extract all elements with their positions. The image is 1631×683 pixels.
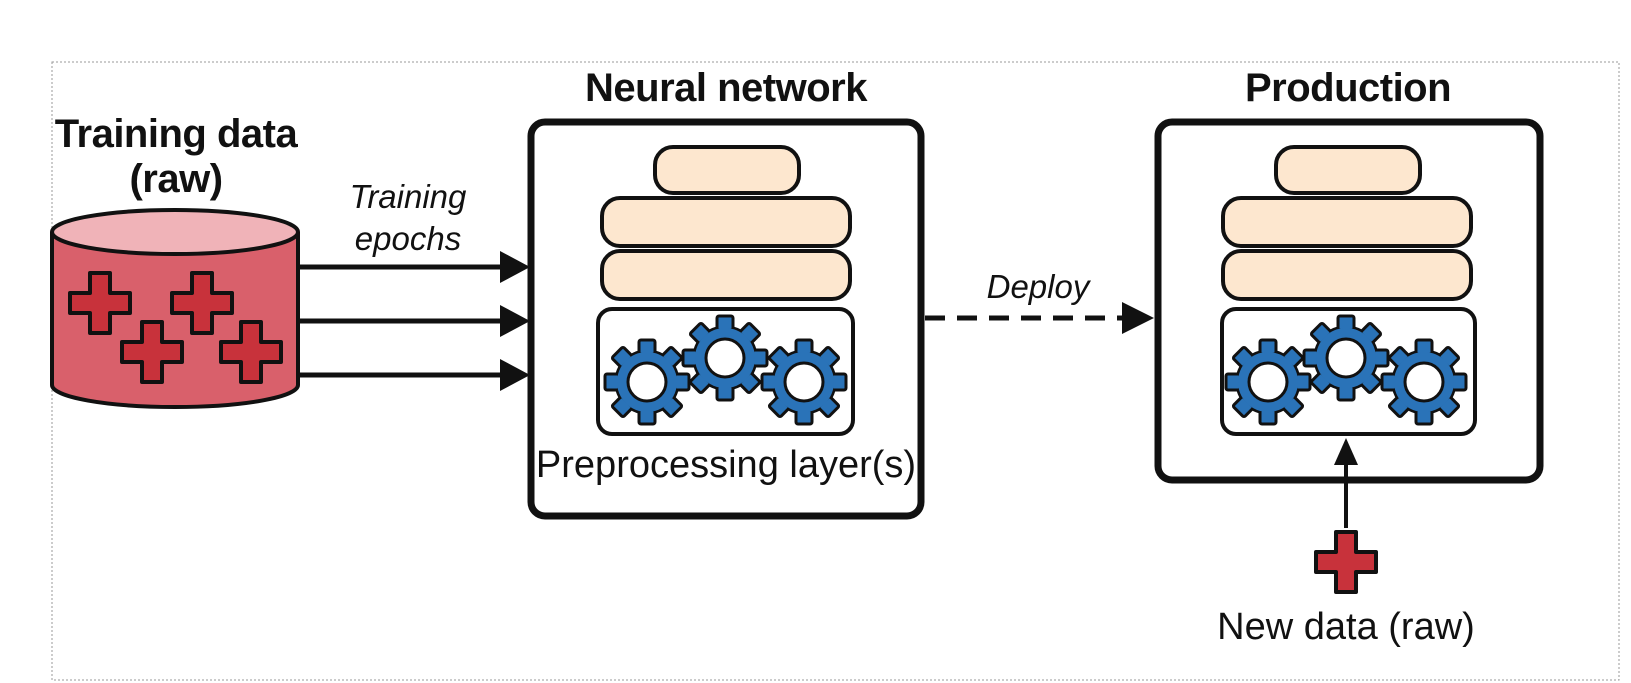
training-epochs-label: epochs <box>354 220 462 257</box>
gear-icon <box>681 314 769 402</box>
gear-icon <box>1302 314 1390 402</box>
gear-icon <box>760 338 848 426</box>
new-data-label: New data (raw) <box>1217 606 1475 648</box>
training-data-title: Training data <box>54 112 298 156</box>
deploy-label: Deploy <box>986 268 1090 305</box>
gear-icon <box>1224 338 1312 426</box>
training-data-subtitle: (raw) <box>129 157 223 201</box>
layer-top <box>653 145 801 195</box>
new-data-arrow <box>1334 438 1358 528</box>
deploy-arrow <box>925 302 1154 334</box>
layer-middle <box>600 196 852 248</box>
production-title: Production <box>1244 66 1452 110</box>
preprocessing-label: Preprocessing layer(s) <box>535 444 917 486</box>
layer-bottom <box>600 249 852 301</box>
training-arrows <box>298 251 530 391</box>
neural-network-title: Neural network <box>585 66 867 110</box>
layer-bottom <box>1221 249 1473 301</box>
gear-icon <box>1380 338 1468 426</box>
layer-top <box>1274 145 1422 195</box>
training-epochs-label: Training <box>349 178 467 215</box>
layer-middle <box>1221 196 1473 248</box>
plus-icon <box>1314 530 1378 594</box>
gear-icon <box>603 338 691 426</box>
